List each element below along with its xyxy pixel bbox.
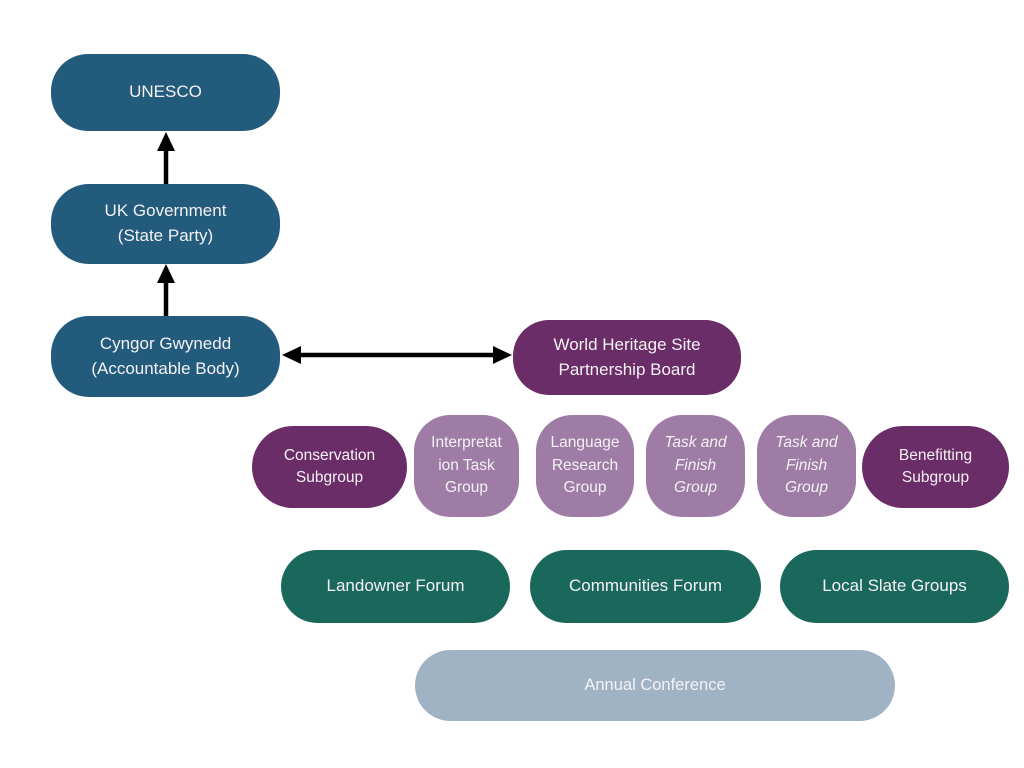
node-partnership-board: World Heritage Site Partnership Board	[513, 320, 741, 395]
arrow-up-icon	[157, 132, 175, 187]
node-uk-government: UK Government (State Party)	[51, 184, 280, 264]
node-cyngor-gwynedd: Cyngor Gwynedd (Accountable Body)	[51, 316, 280, 397]
arrow-up-icon	[157, 264, 175, 316]
node-task-and-finish-group-1: Task and Finish Group	[646, 415, 745, 517]
node-interpretation-task-group: Interpretat ion Task Group	[414, 415, 519, 517]
node-landowner-forum: Landowner Forum	[281, 550, 510, 623]
node-communities-forum: Communities Forum	[530, 550, 761, 623]
node-annual-conference: Annual Conference	[415, 650, 895, 721]
node-conservation-subgroup: Conservation Subgroup	[252, 426, 407, 508]
node-local-slate-groups: Local Slate Groups	[780, 550, 1009, 623]
node-benefitting-subgroup: Benefitting Subgroup	[862, 426, 1009, 508]
node-language-research-group: Language Research Group	[536, 415, 634, 517]
double-arrow-icon	[282, 346, 512, 364]
node-task-and-finish-group-2: Task and Finish Group	[757, 415, 856, 517]
node-unesco: UNESCO	[51, 54, 280, 131]
